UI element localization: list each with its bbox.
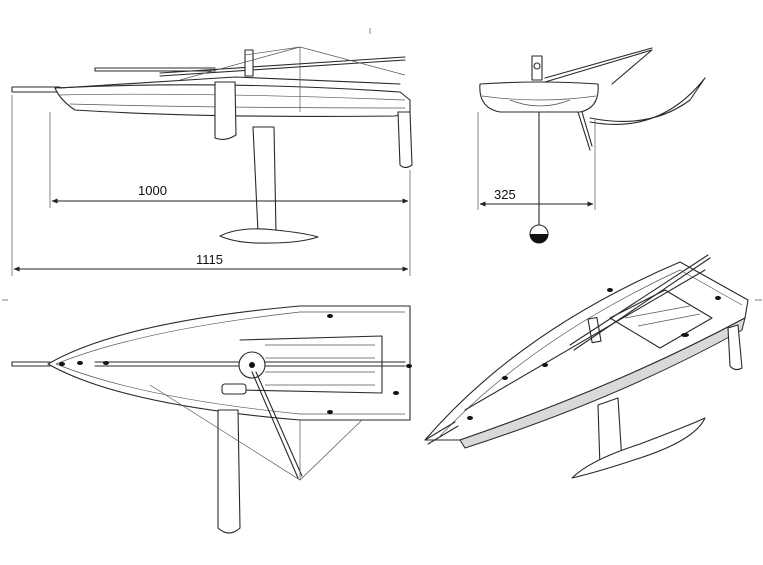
cockpit-perspective <box>609 289 713 349</box>
keel-bulb-perspective <box>571 417 706 479</box>
bowsprit-perspective <box>424 421 459 445</box>
front-view <box>479 47 706 244</box>
rudder-perspective <box>727 324 743 371</box>
perspective-view <box>424 254 749 479</box>
side-foil-front <box>577 111 593 151</box>
hatch <box>221 383 247 395</box>
side-view <box>11 46 413 244</box>
cockpit <box>239 335 383 394</box>
dimension-label-1115: 1115 <box>196 252 223 267</box>
dimension-hull-length: 1000 <box>49 112 411 208</box>
wing-arm-top <box>251 371 303 479</box>
hull-plan <box>47 305 411 421</box>
curved-foil <box>589 77 706 125</box>
mast-post-front <box>531 55 543 81</box>
bowsprit <box>11 86 61 93</box>
foil-plan <box>217 409 241 534</box>
dimension-beam: 325 <box>477 112 596 210</box>
hull-side-perspective <box>459 317 746 449</box>
wing-arm-front <box>544 47 653 85</box>
hull-section <box>479 81 599 113</box>
dimension-overall-length: 1115 <box>11 95 411 276</box>
rudder-side <box>397 111 413 169</box>
wing-arm <box>159 56 406 77</box>
mast-post <box>244 49 254 77</box>
bowsprit-top <box>11 361 51 367</box>
dimension-label-325: 325 <box>494 187 516 202</box>
rigging <box>179 46 406 112</box>
rigging-top <box>149 384 363 481</box>
top-view <box>11 305 412 534</box>
side-foil <box>214 81 237 141</box>
keel-fin <box>252 126 277 233</box>
boom-perspective <box>464 269 706 411</box>
wing-arm-perspective <box>569 254 711 351</box>
deck-line <box>59 76 401 89</box>
keel-bulb <box>219 228 319 244</box>
dimension-label-1000: 1000 <box>138 183 167 198</box>
